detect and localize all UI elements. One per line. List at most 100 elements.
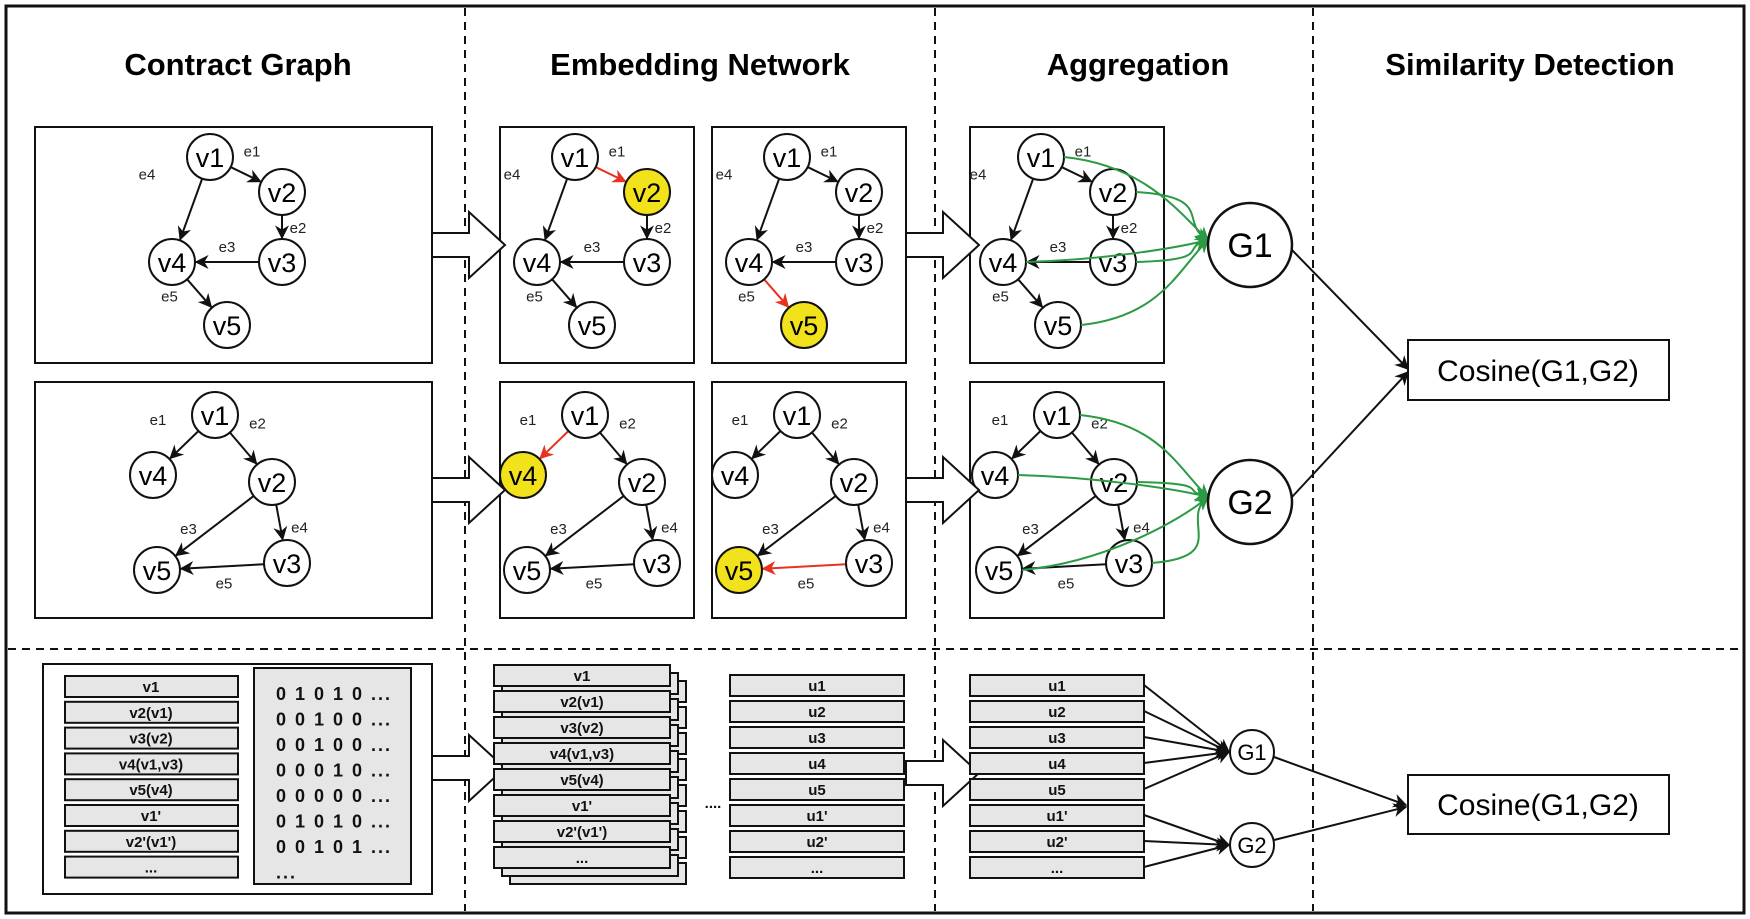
svg-text:v4(v1,v3): v4(v1,v3): [119, 756, 183, 773]
svg-text:v3: v3: [273, 549, 302, 579]
edge-label-e5: e5: [161, 289, 178, 306]
edge-e5: [186, 278, 213, 308]
edge-label-e3: e3: [180, 521, 197, 538]
svg-text:v2(v1): v2(v1): [560, 694, 603, 711]
hollow-arrow-contract-to-embed-2: [431, 454, 507, 526]
aggregation-edge-v5: [1021, 496, 1210, 571]
svg-text:u1: u1: [808, 678, 826, 695]
edge-label-e3: e3: [762, 521, 779, 538]
edge-e1: [539, 430, 570, 460]
node-v3: v3: [633, 539, 681, 587]
edge-label-e5: e5: [216, 576, 233, 593]
agg-edge-g2: [1143, 837, 1231, 852]
bit-row: 0 0 0 1 0 ...: [276, 761, 392, 781]
bit-vector-panel: [253, 667, 412, 885]
edge-e3: [544, 495, 625, 557]
svg-text:v1: v1: [201, 401, 230, 431]
agg-edge-g1: [1143, 710, 1231, 753]
edge-e1: [1011, 430, 1042, 460]
contract-row: v2'(v1'): [64, 829, 239, 853]
edge-label-e2: e2: [655, 220, 672, 237]
svg-text:u1: u1: [1048, 678, 1066, 695]
edge-label-e1: e1: [992, 412, 1009, 429]
edge-e1: [230, 166, 262, 183]
contract-row: ...: [64, 855, 239, 879]
edge-e4: [177, 178, 204, 241]
svg-text:v2: v2: [258, 468, 287, 498]
svg-text:v3(v2): v3(v2): [560, 720, 603, 737]
edge-label-e3: e3: [1050, 239, 1067, 256]
u-row: ...: [729, 856, 905, 879]
edge-e4: [754, 178, 781, 241]
hollow-arrow-embed-to-agg-1: [905, 209, 981, 281]
node-v2: v2: [618, 458, 666, 506]
svg-text:v2'(v1'): v2'(v1'): [557, 824, 608, 841]
edge-e4: [273, 504, 288, 541]
edge-label-e3: e3: [1022, 521, 1039, 538]
edge-label-e2: e2: [249, 416, 266, 433]
aggregation-row: u1: [969, 674, 1145, 697]
node-v2: v2: [248, 458, 296, 506]
title-aggregation: Aggregation: [1047, 47, 1230, 82]
edge-label-e1: e1: [609, 144, 626, 161]
node-v1: v1: [191, 391, 239, 439]
embedding-ellipsis: ....: [705, 795, 722, 812]
contract-row: v5(v4): [64, 778, 239, 802]
edge-label-e4: e4: [504, 167, 521, 184]
u-row: u2: [729, 700, 905, 723]
bit-row: ...: [276, 863, 297, 883]
edge-e1: [751, 430, 782, 460]
svg-text:v3: v3: [1099, 248, 1128, 278]
title-contract-graph: Contract Graph: [124, 47, 351, 82]
svg-text:v2: v2: [633, 178, 662, 208]
edge-label-e5: e5: [586, 576, 603, 593]
svg-text:Cosine(G1,G2): Cosine(G1,G2): [1437, 355, 1639, 388]
svg-text:v4: v4: [139, 461, 168, 491]
node-v4: v4: [725, 238, 773, 286]
svg-text:...: ...: [1051, 860, 1064, 877]
svg-text:u2: u2: [1048, 704, 1066, 721]
edge-e4: [643, 504, 658, 541]
svg-text:u1': u1': [806, 808, 827, 825]
node-v1: v1: [561, 391, 609, 439]
edge-e4: [542, 178, 569, 241]
node-v4: v4: [148, 238, 196, 286]
svg-text:v3: v3: [643, 549, 672, 579]
aggregation-edges-g2: [1017, 414, 1210, 571]
svg-text:v5: v5: [725, 556, 754, 586]
aggregation-row: u2': [969, 830, 1145, 853]
node-v3: v3: [263, 539, 311, 587]
cosine-box-bottom: Cosine(G1,G2): [1407, 774, 1670, 835]
edge-e1: [595, 166, 627, 183]
edge-label-e4: e4: [970, 167, 987, 184]
svg-text:v4: v4: [509, 461, 538, 491]
edge-label-e1: e1: [821, 144, 838, 161]
svg-text:v4: v4: [158, 248, 187, 278]
edge-label-e3: e3: [219, 239, 236, 256]
hollow-arrow-bottom-2: [905, 737, 981, 809]
cosine-box-top: Cosine(G1,G2): [1407, 339, 1670, 401]
g1-small-node: G1: [1229, 729, 1275, 775]
svg-text:u2: u2: [808, 704, 826, 721]
svg-text:v1: v1: [1027, 143, 1056, 173]
bit-row: 0 0 1 0 1 ...: [276, 837, 392, 857]
svg-text:v3: v3: [845, 248, 874, 278]
node-v5: v5: [1034, 301, 1082, 349]
edge-label-e5: e5: [798, 576, 815, 593]
svg-text:v5: v5: [985, 556, 1014, 586]
aggregation-row: u5: [969, 778, 1145, 801]
edge-label-e5: e5: [526, 289, 543, 306]
svg-text:...: ...: [576, 850, 589, 867]
edge-e2: [599, 431, 628, 465]
svg-text:G2: G2: [1227, 484, 1272, 522]
aggregation-edge-v2: [1135, 191, 1210, 241]
embed-row: ...: [493, 846, 687, 885]
svg-text:v1: v1: [196, 143, 225, 173]
edge-e5: [1017, 278, 1044, 308]
contract-row: v1': [64, 804, 239, 827]
edge-e4: [1115, 504, 1130, 541]
svg-text:u2': u2': [806, 834, 827, 851]
